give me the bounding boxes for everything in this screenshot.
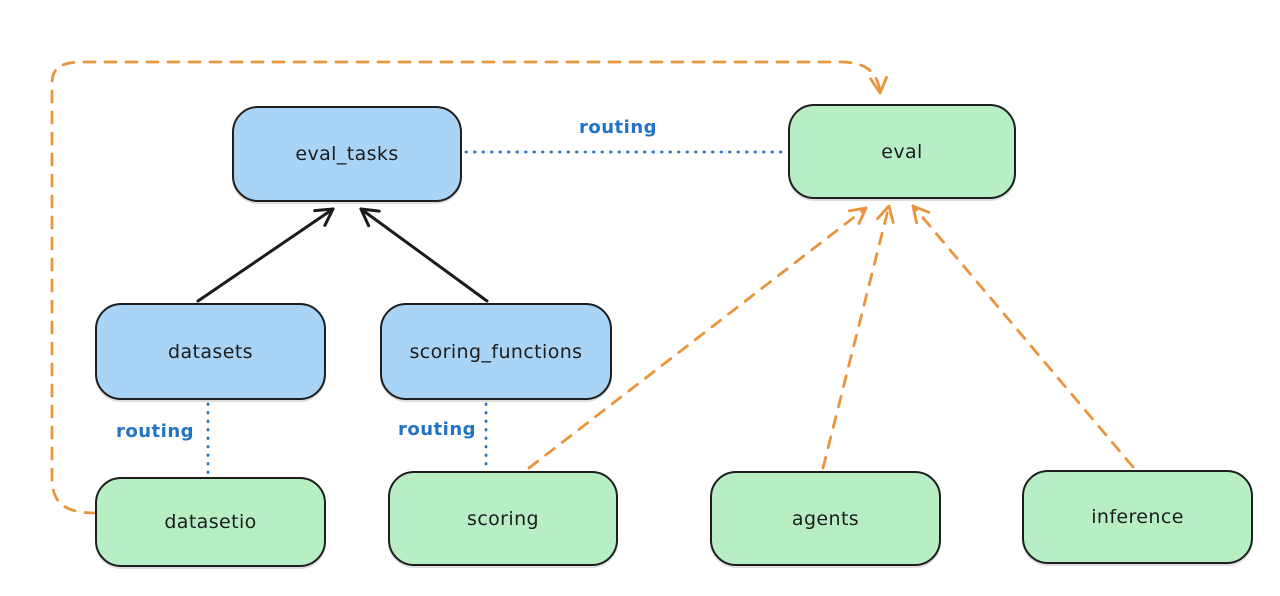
edge-datasetio-to-eval (50, 60, 888, 515)
edge-inference-to-eval (911, 204, 1135, 469)
node-agents-label: agents (791, 507, 860, 530)
node-scoring-functions-label: scoring_functions (409, 340, 583, 363)
routing-label-scoring-functions-scoring: routing (397, 419, 477, 440)
edge-agents-to-eval (821, 204, 895, 470)
node-agents: agents (710, 471, 941, 566)
node-inference-label: inference (1091, 506, 1184, 528)
node-datasetio-label: datasetio (164, 511, 257, 533)
node-datasets: datasets (95, 303, 326, 400)
node-inference: inference (1022, 470, 1253, 564)
routing-label-eval-tasks-eval: routing (578, 117, 658, 138)
node-eval-label: eval (881, 140, 923, 163)
node-scoring-label: scoring (467, 507, 539, 530)
edge-datasets-to-eval-tasks (196, 207, 335, 303)
edge-scoring-to-eval (527, 206, 868, 470)
node-eval-tasks: eval_tasks (232, 106, 462, 202)
node-datasetio: datasetio (95, 477, 326, 567)
node-eval: eval (788, 104, 1016, 199)
node-datasets-label: datasets (168, 340, 253, 363)
routing-label-datasets-datasetio: routing (115, 421, 195, 442)
node-eval-tasks-label: eval_tasks (295, 143, 399, 165)
node-scoring-functions: scoring_functions (380, 303, 612, 400)
edge-scoring-functions-to-eval-tasks (359, 207, 489, 303)
node-scoring: scoring (388, 471, 618, 566)
